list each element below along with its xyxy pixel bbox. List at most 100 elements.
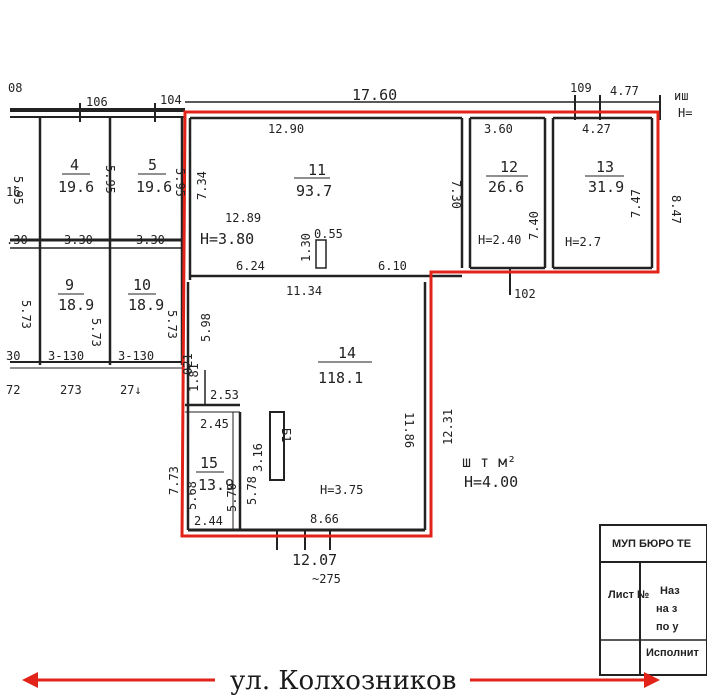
dim-sq: ш т м² (462, 453, 516, 471)
highlight-outline (180, 110, 660, 538)
dim-275: ~275 (312, 572, 341, 586)
dim-11-86: 11.86 (402, 412, 416, 448)
dim-h-3-75: Н=3.75 (320, 483, 363, 497)
dim-5-95-c: 5.95 (173, 168, 187, 197)
room-14: 14 118.1 (318, 344, 372, 387)
dim-b1: Б1 (279, 428, 293, 442)
street-name: ул. Колхозников (230, 666, 456, 696)
dim-274: 27↓ (120, 383, 142, 397)
dim-1-81: 1.81 (187, 363, 201, 392)
dim-021: 021 (181, 353, 195, 375)
title-stamp: МУП БЮРО ТЕ Лист № Наз на з по у Исполни… (599, 524, 707, 676)
dim-7-34: 7.34 (195, 171, 209, 200)
dim-6-10: 6.10 (378, 259, 407, 273)
room-area: 19.6 (58, 178, 94, 196)
room-area: 19.6 (136, 178, 172, 196)
dim-2-44: 2.44 (194, 514, 223, 528)
dim-7-73: 7.73 (167, 466, 181, 495)
dim-8-47: 8.47 (669, 195, 683, 224)
room-number: 11 (308, 161, 326, 179)
room-area: 93.7 (296, 182, 332, 200)
dim-h-2-40: Н=2.40 (478, 233, 521, 247)
room-11: 11 93.7 (294, 161, 332, 200)
dim-12-89: 12.89 (225, 211, 261, 225)
room-area: 18.9 (58, 296, 94, 314)
dim-3-16: 3.16 (251, 443, 265, 472)
dim-1-30: 1.30 (299, 233, 313, 262)
column-small (315, 239, 327, 269)
dim-5-78: 5.78 (245, 476, 259, 505)
stamp-header: МУП БЮРО ТЕ (612, 538, 691, 550)
room-15: 15 13.9 (196, 454, 234, 494)
label-4-77: 4.77 (610, 84, 639, 98)
dim-h-4-00: Н=4.00 (464, 473, 518, 491)
dim-5-73-b: 5.73 (89, 318, 103, 347)
dim-30-a: .30 (6, 233, 28, 247)
dim-30-b: 30 (6, 349, 20, 363)
room-13: 13 31.9 (585, 158, 624, 196)
room-4: 4 19.6 (58, 156, 94, 196)
dim-2-53: 2.53 (210, 388, 239, 402)
room-area: 31.9 (588, 178, 624, 196)
label-106: 106 (86, 95, 108, 109)
street-arrow (22, 672, 660, 688)
room-area: 18.9 (128, 296, 164, 314)
dim-5-73-a: 5.73 (19, 300, 33, 329)
dim-h-3-80: Н=3.80 (200, 230, 254, 248)
dim-16: 16 (6, 185, 20, 199)
dim-102: 102 (514, 287, 536, 301)
dim-8-66: 8.66 (310, 512, 339, 526)
room-number: 9 (65, 276, 74, 294)
dim-5-68: 5.68 (185, 481, 199, 510)
room-number: 5 (148, 156, 157, 174)
dim-3-30-c: 3.30 (136, 233, 165, 247)
dim-12-90: 12.90 (268, 122, 304, 136)
window-ticks (79, 95, 661, 550)
room-number: 14 (338, 344, 356, 362)
dim-6-24: 6.24 (236, 259, 265, 273)
dim-2-45: 2.45 (200, 417, 229, 431)
dimensions: 12.90 7.34 12.89 Н=3.80 7.30 3.60 4.27 7… (6, 122, 683, 586)
label-109: 109 (570, 81, 592, 95)
dim-273: 273 (60, 383, 82, 397)
walls (10, 108, 654, 532)
room-number: 15 (200, 454, 218, 472)
dim-h-2-7: Н=2.7 (565, 235, 601, 249)
room-number: 13 (596, 158, 614, 176)
dim-72: 72 (6, 383, 20, 397)
dim-12-31: 12.31 (441, 409, 455, 445)
room-area: 13.9 (198, 476, 234, 494)
room-area: 118.1 (318, 369, 363, 387)
dim-3-130-b: 3-130 (118, 349, 154, 363)
dim-3-60: 3.60 (484, 122, 513, 136)
label-104: 104 (160, 93, 182, 107)
column-b1 (269, 411, 285, 481)
label-08: 08 (8, 81, 22, 95)
stamp-col2b: на з (656, 603, 678, 615)
stamp-col1: Лист № (608, 589, 649, 601)
dim-5-95-a: 5.95 (11, 176, 25, 205)
stamp-col2a: Наз (660, 585, 680, 597)
room-5: 5 19.6 (136, 156, 172, 196)
room-number: 12 (500, 158, 518, 176)
dim-5-70: 5.70 (225, 483, 239, 512)
dim-7-40: 7.40 (527, 211, 541, 240)
dim-5-98: 5.98 (199, 313, 213, 342)
room-9: 9 18.9 (58, 276, 94, 314)
dim-4-27: 4.27 (582, 122, 611, 136)
dim-0-55: 0.55 (314, 227, 343, 241)
dim-7-47: 7.47 (629, 189, 643, 218)
dim-11-34: 11.34 (286, 284, 322, 298)
stamp-bottom: Исполнит (646, 647, 700, 659)
dim-5-73-c: 5.73 (165, 310, 179, 339)
room-number: 4 (70, 156, 79, 174)
label-h: Н= (678, 106, 692, 120)
label-fragment: иш (674, 89, 688, 103)
dim-5-95-b: 5.95 (103, 165, 117, 194)
room-12: 12 26.6 (486, 158, 528, 196)
dim-7-30: 7.30 (449, 180, 463, 209)
dim-3-130-a: 3-130 (48, 349, 84, 363)
label-17-60: 17.60 (352, 86, 397, 104)
room-area: 26.6 (488, 178, 524, 196)
